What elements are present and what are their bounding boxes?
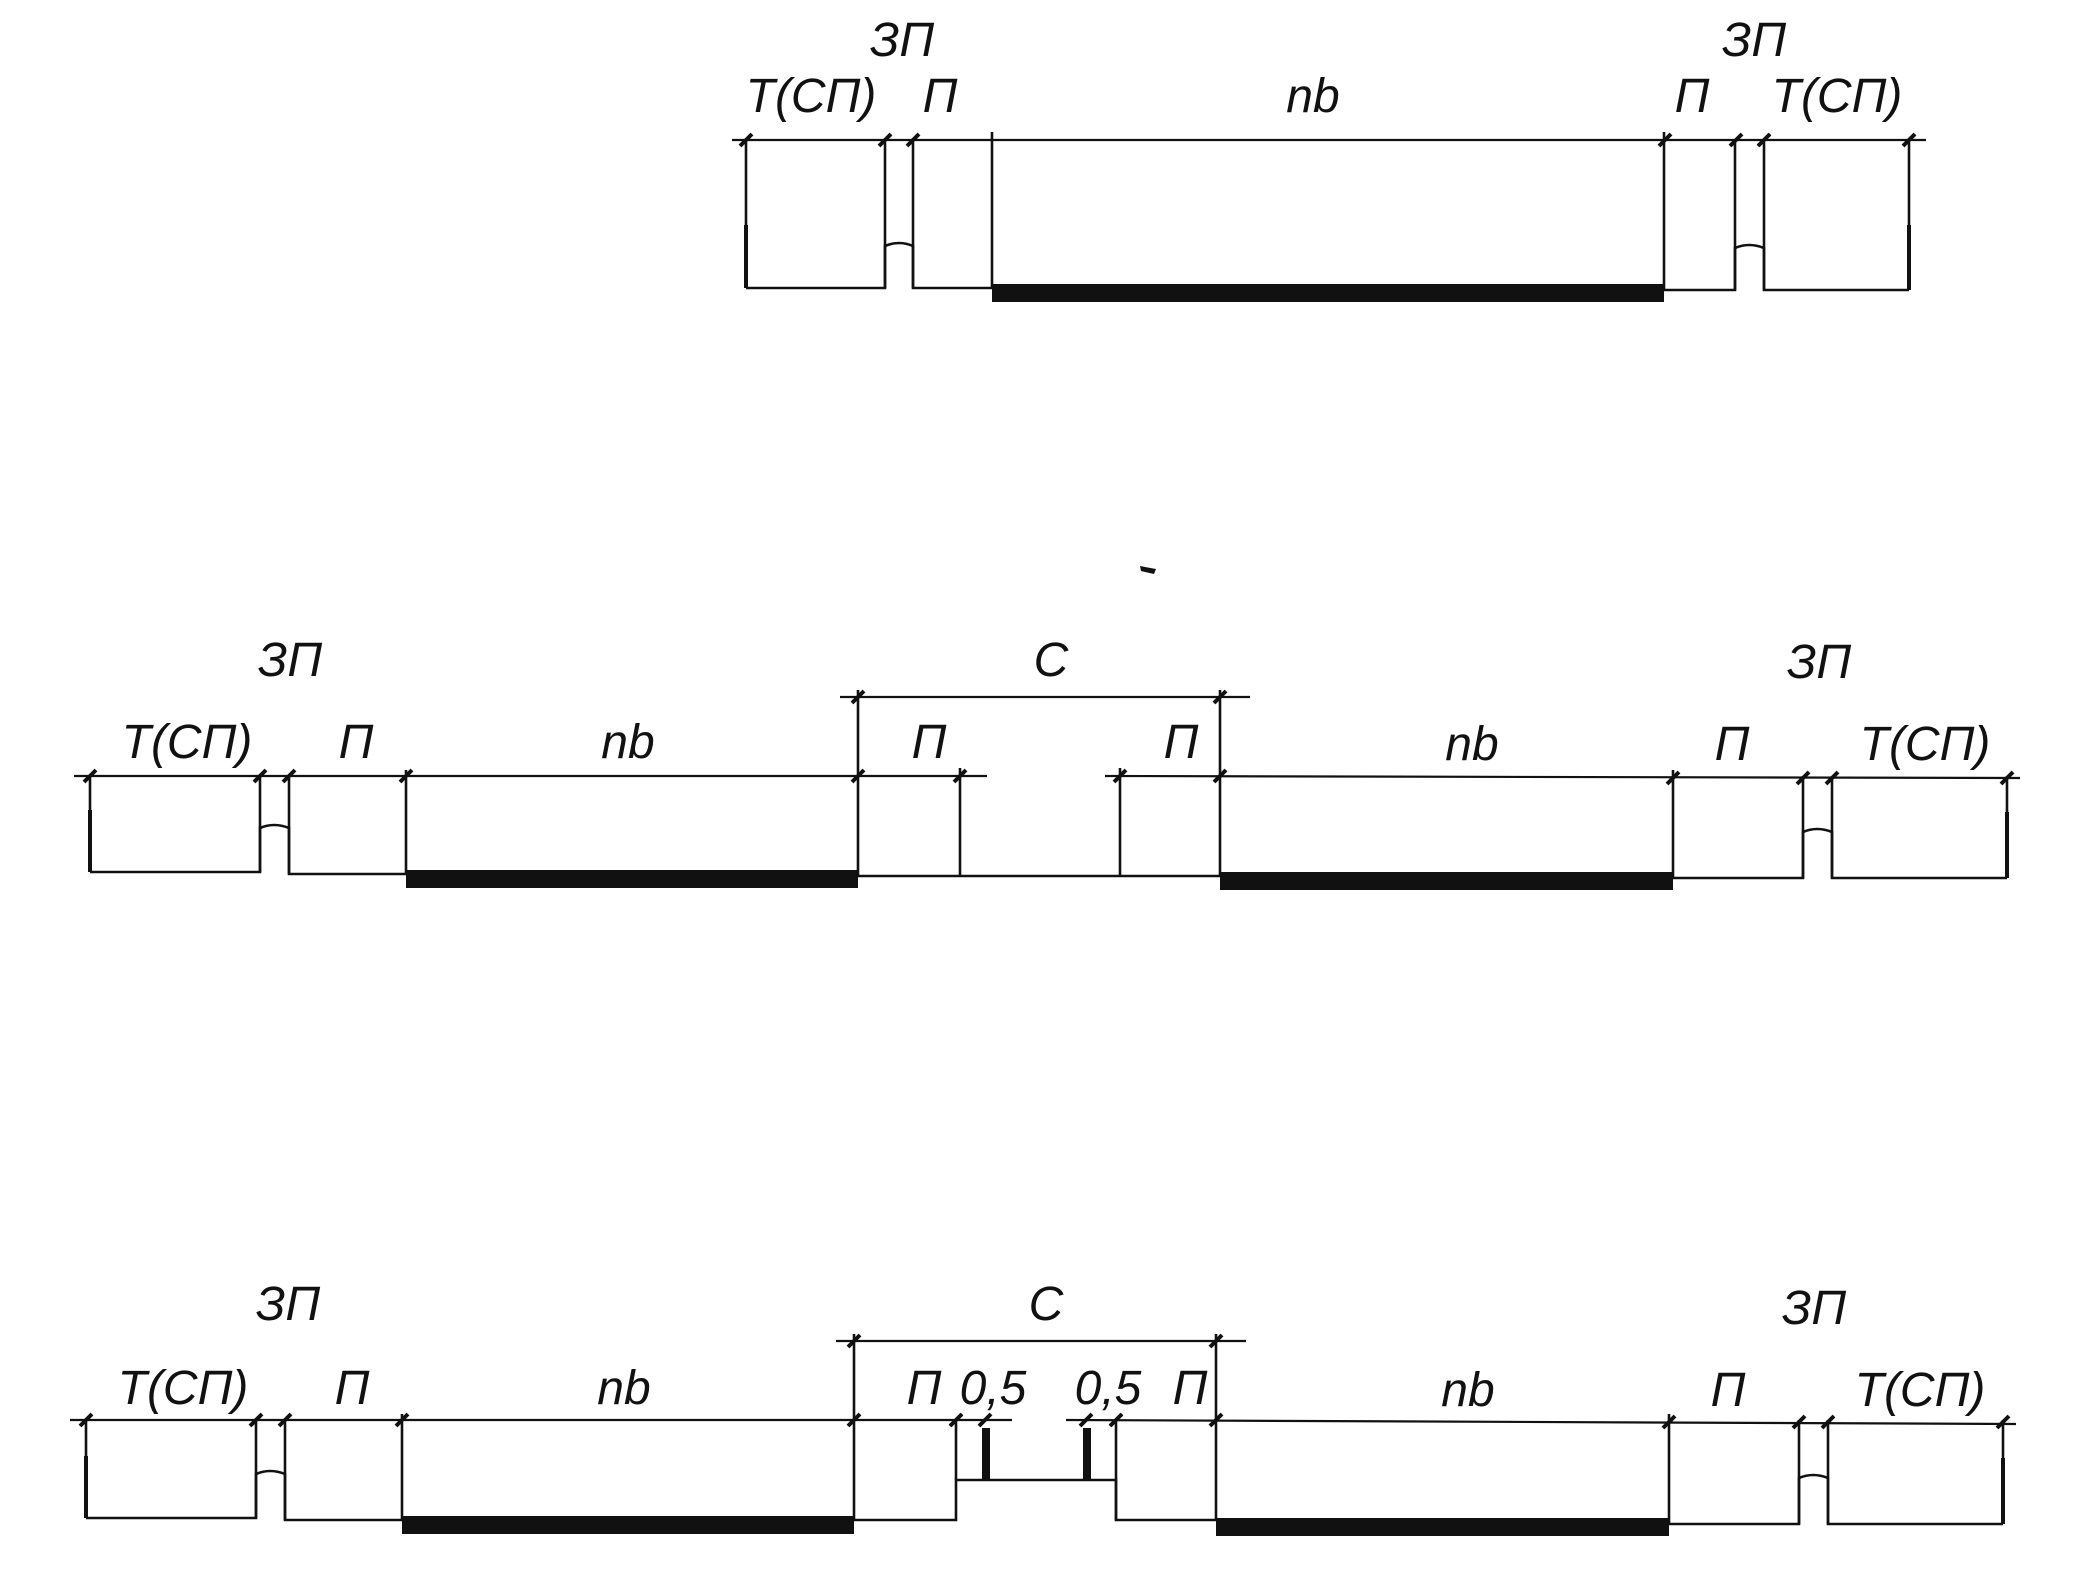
label-sidewalk-left: Т(СП) <box>746 70 877 123</box>
label-zone-left: ЗП <box>256 1278 320 1331</box>
label-sidewalk-right: Т(СП) <box>1855 1364 1986 1417</box>
label-half-left: 0,5 <box>960 1362 1027 1415</box>
profile-middle: ЗП С ЗП Т(СП) П nb П П nb П Т(СП) <box>74 634 2021 890</box>
label-zone-right: ЗП <box>1782 1282 1846 1335</box>
label-sidewalk-right: Т(СП) <box>1860 718 1991 771</box>
label-median: С <box>1034 634 1069 687</box>
extension-lines <box>84 1334 2005 1524</box>
dimension-line-right <box>1104 774 2021 780</box>
ground-profile <box>746 241 1909 292</box>
label-sidewalk-left: Т(СП) <box>122 716 253 769</box>
label-carriageway-left: nb <box>597 1362 650 1415</box>
carriageway-pavement-right <box>1216 1518 1669 1536</box>
label-carriageway: nb <box>1286 70 1339 123</box>
label-strip-4: П <box>1715 718 1750 771</box>
ground-profile <box>90 823 2007 880</box>
label-strip-2: П <box>907 1362 942 1415</box>
label-strip-2: П <box>912 716 947 769</box>
label-strip-left: П <box>923 70 958 123</box>
profile-bottom: ЗП С ЗП Т(СП) П nb П 0,5 0,5 П nb П Т(СП… <box>70 1278 2017 1536</box>
label-zone-left: ЗП <box>258 634 322 687</box>
carriageway-pavement <box>992 284 1664 302</box>
carriageway-pavement-right <box>1220 872 1673 890</box>
label-zone-left: ЗП <box>870 14 934 67</box>
label-strip-1: П <box>335 1362 370 1415</box>
label-strip-1: П <box>339 716 374 769</box>
profile-top: ЗП ЗП Т(СП) П nb П Т(СП) <box>732 14 1926 302</box>
median-edge-right <box>1083 1428 1091 1480</box>
label-carriageway-right: nb <box>1445 718 1498 771</box>
stray-mark <box>1140 566 1156 574</box>
median-edge-left <box>982 1428 990 1480</box>
ground-profile <box>86 1469 2003 1526</box>
label-median: С <box>1029 1278 1064 1331</box>
label-strip-4: П <box>1711 1364 1746 1417</box>
dimension-line-right <box>1065 1418 2017 1426</box>
label-strip-3: П <box>1164 716 1199 769</box>
carriageway-pavement-left <box>406 870 858 888</box>
label-strip-right: П <box>1675 70 1710 123</box>
label-carriageway-right: nb <box>1441 1364 1494 1417</box>
label-zone-right: ЗП <box>1787 636 1851 689</box>
label-sidewalk-left: Т(СП) <box>118 1362 249 1415</box>
label-half-right: 0,5 <box>1075 1362 1142 1415</box>
carriageway-pavement-left <box>402 1516 854 1534</box>
label-zone-right: ЗП <box>1722 14 1786 67</box>
label-strip-3: П <box>1173 1362 1208 1415</box>
label-carriageway-left: nb <box>601 716 654 769</box>
label-sidewalk-right: Т(СП) <box>1772 70 1903 123</box>
